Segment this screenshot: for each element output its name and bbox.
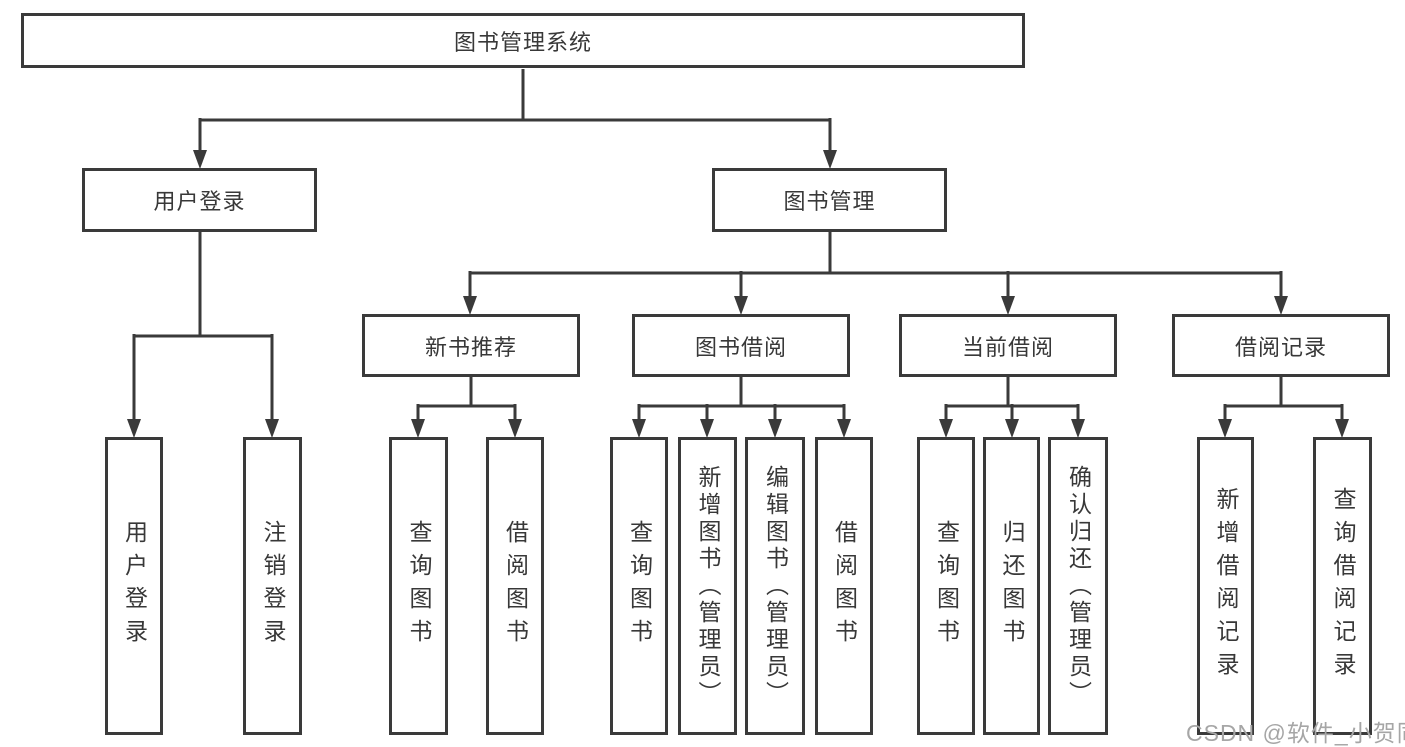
leaf-add-book-admin: 新增图书（管理员） (678, 437, 737, 735)
arrowhead-icon (823, 150, 837, 169)
leaf-query-borrow-record-label: 查询借阅记录 (1330, 487, 1356, 685)
node-new-book-recommend-label: 新书推荐 (424, 334, 517, 360)
arrowhead-icon (1335, 419, 1349, 438)
arrowhead-icon (127, 419, 141, 438)
leaf-query-borrow-record: 查询借阅记录 (1313, 437, 1372, 735)
node-root: 图书管理系统 (21, 13, 1025, 68)
node-book-management: 图书管理 (712, 168, 947, 232)
leaf-add-borrow-record-label: 新增借阅记录 (1213, 487, 1239, 685)
arrowhead-icon (463, 296, 477, 315)
arrowhead-icon (734, 296, 748, 315)
watermark: CSDN @软件_小贺同学 (1186, 720, 1405, 746)
node-new-book-recommend: 新书推荐 (362, 314, 580, 377)
leaf-add-book-admin-label: 新增图书（管理员） (695, 464, 721, 708)
leaf-logout: 注销登录 (243, 437, 302, 735)
arrowhead-icon (632, 419, 646, 438)
arrowhead-icon (1001, 296, 1015, 315)
arrowhead-icon (508, 419, 522, 438)
arrowhead-icon (939, 419, 953, 438)
arrowhead-icon (1071, 419, 1085, 438)
arrowhead-icon (411, 419, 425, 438)
leaf-query-books-borrow-label: 查询图书 (626, 520, 653, 652)
leaf-user-login: 用户登录 (105, 437, 163, 735)
connector-userlogin-to-leaves (132, 231, 274, 422)
node-current-borrow-label: 当前借阅 (961, 334, 1054, 360)
arrowhead-icon (837, 419, 851, 438)
arrowhead-icon (1005, 419, 1019, 438)
arrowhead-icon (1274, 296, 1288, 315)
leaf-query-books-borrow: 查询图书 (610, 437, 668, 735)
node-book-borrow-label: 图书借阅 (694, 334, 787, 360)
connector-borrow-to-leaves (637, 376, 846, 422)
node-current-borrow: 当前借阅 (899, 314, 1117, 377)
node-user-login-label: 用户登录 (153, 189, 246, 214)
connector-current-to-leaves (944, 376, 1080, 422)
node-borrow-records-label: 借阅记录 (1234, 334, 1327, 360)
arrowhead-icon (700, 419, 714, 438)
leaf-user-login-label: 用户登录 (121, 520, 148, 652)
node-root-label: 图书管理系统 (453, 29, 592, 55)
leaf-edit-book-admin-label: 编辑图书（管理员） (762, 464, 789, 708)
node-user-login: 用户登录 (82, 168, 317, 232)
leaf-borrow-books-recommend: 借阅图书 (486, 437, 544, 735)
node-book-management-label: 图书管理 (783, 189, 876, 214)
leaf-return-book: 归还图书 (983, 437, 1040, 735)
leaf-borrow-books-recommend-label: 借阅图书 (502, 520, 529, 652)
connector-newbook-to-leaves (416, 376, 517, 422)
connector-root-to-level2 (198, 69, 832, 153)
leaf-borrow-books-label: 借阅图书 (831, 520, 858, 652)
node-borrow-records: 借阅记录 (1172, 314, 1390, 377)
arrowhead-icon (768, 419, 782, 438)
arrowhead-icon (1218, 419, 1232, 438)
leaf-query-books-recommend-label: 查询图书 (406, 520, 432, 652)
leaf-edit-book-admin: 编辑图书（管理员） (745, 437, 805, 735)
leaf-query-books-recommend: 查询图书 (389, 437, 448, 735)
leaf-return-book-label: 归还图书 (999, 520, 1025, 652)
arrowhead-icon (193, 150, 207, 169)
connector-records-to-leaves (1223, 376, 1344, 422)
node-book-borrow: 图书借阅 (632, 314, 850, 377)
leaf-query-books-current: 查询图书 (917, 437, 975, 735)
arrowhead-icon (265, 419, 279, 438)
leaf-confirm-return-admin: 确认归还（管理员） (1048, 437, 1108, 735)
leaf-logout-label: 注销登录 (260, 520, 286, 652)
leaf-confirm-return-admin-label: 确认归还（管理员） (1065, 464, 1092, 708)
connector-bookmgmt-to-level3 (468, 231, 1283, 299)
leaf-query-books-current-label: 查询图书 (933, 520, 960, 652)
leaf-add-borrow-record: 新增借阅记录 (1197, 437, 1254, 735)
leaf-borrow-books: 借阅图书 (815, 437, 873, 735)
